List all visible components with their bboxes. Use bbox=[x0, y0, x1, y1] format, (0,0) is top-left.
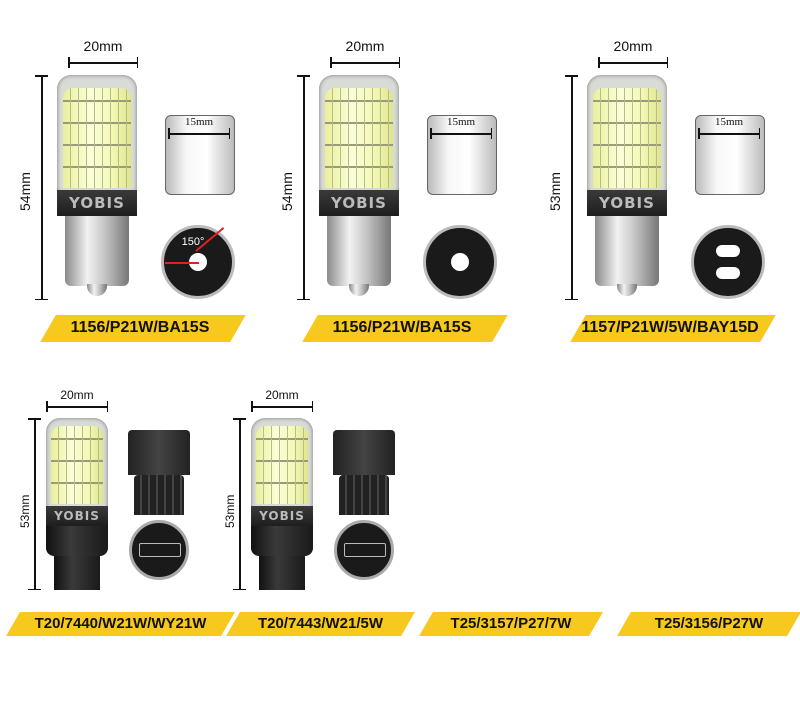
height-dimension-label: 54mm bbox=[17, 172, 33, 211]
wedge-base bbox=[54, 556, 100, 590]
wedge-base bbox=[259, 556, 305, 590]
height-dimension-line bbox=[29, 418, 40, 590]
product-name-label: T25/3157/P27/7W bbox=[450, 615, 572, 632]
width-dimension-label: 20mm bbox=[83, 38, 123, 54]
side-width-label: 15mm bbox=[184, 116, 214, 128]
width-dimension-line bbox=[330, 58, 400, 67]
bottom-view-circle bbox=[691, 225, 765, 299]
width-dimension-line bbox=[598, 58, 668, 67]
brand-logo-band: YOBIS bbox=[46, 506, 108, 526]
base-contact bbox=[617, 284, 637, 296]
height-dimension-line bbox=[36, 75, 47, 300]
bottom-view-circle bbox=[423, 225, 497, 299]
contact-dot bbox=[451, 253, 469, 271]
contact-dot bbox=[716, 267, 740, 279]
base-contact bbox=[87, 284, 107, 296]
metal-base bbox=[595, 216, 659, 286]
height-dimension-label: 53mm bbox=[223, 494, 237, 528]
side-width-label: 15mm bbox=[446, 116, 476, 128]
angle-label: 150° bbox=[181, 236, 205, 248]
width-dimension-label: 20mm bbox=[265, 388, 299, 402]
side-view-connector-pins bbox=[134, 475, 184, 515]
bottom-view-circle bbox=[129, 520, 189, 580]
base-contact bbox=[349, 284, 369, 296]
led-array bbox=[256, 426, 308, 504]
pin-slot bbox=[344, 543, 386, 557]
side-width-line bbox=[698, 129, 760, 138]
width-dimension-line bbox=[46, 402, 108, 411]
brand-logo-band: YOBIS bbox=[587, 190, 667, 216]
black-housing bbox=[46, 526, 108, 556]
height-dimension-line bbox=[298, 75, 309, 300]
width-dimension-line bbox=[251, 402, 313, 411]
height-dimension-label: 54mm bbox=[279, 172, 295, 211]
side-width-line bbox=[430, 129, 492, 138]
width-dimension-label: 20mm bbox=[345, 38, 385, 54]
product-name-label: 1156/P21W/BA15S bbox=[332, 319, 472, 336]
side-width-line bbox=[168, 129, 230, 138]
contact-dot bbox=[716, 245, 740, 257]
metal-base bbox=[327, 216, 391, 286]
brand-logo-band: YOBIS bbox=[319, 190, 399, 216]
led-array bbox=[593, 88, 661, 188]
led-array bbox=[63, 88, 131, 188]
side-view-base bbox=[695, 115, 765, 195]
side-view-connector-pins bbox=[339, 475, 389, 515]
metal-base bbox=[65, 216, 129, 286]
product-name-label: 1157/P21W/5W/BAY15D bbox=[581, 319, 759, 336]
height-dimension-line bbox=[566, 75, 577, 300]
black-housing bbox=[251, 526, 313, 556]
angle-line bbox=[165, 262, 199, 264]
side-view-connector-top bbox=[333, 430, 395, 475]
product-name-label: 1156/P21W/BA15S bbox=[70, 319, 210, 336]
width-dimension-line bbox=[68, 58, 138, 67]
width-dimension-label: 20mm bbox=[60, 388, 94, 402]
height-dimension-label: 53mm bbox=[18, 494, 32, 528]
height-dimension-line bbox=[234, 418, 245, 590]
led-array bbox=[325, 88, 393, 188]
product-name-label: T20/7440/W21W/WY21W bbox=[34, 615, 207, 632]
brand-logo-band: YOBIS bbox=[57, 190, 137, 216]
pin-slot bbox=[139, 543, 181, 557]
side-view-base bbox=[427, 115, 497, 195]
side-view-base bbox=[165, 115, 235, 195]
height-dimension-label: 53mm bbox=[547, 172, 563, 211]
brand-logo-band: YOBIS bbox=[251, 506, 313, 526]
product-name-label: T25/3156/P27W bbox=[654, 615, 764, 632]
side-width-label: 15mm bbox=[714, 116, 744, 128]
led-array bbox=[51, 426, 103, 504]
width-dimension-label: 20mm bbox=[613, 38, 653, 54]
product-name-label: T20/7443/W21/5W bbox=[257, 615, 384, 632]
side-view-connector-top bbox=[128, 430, 190, 475]
